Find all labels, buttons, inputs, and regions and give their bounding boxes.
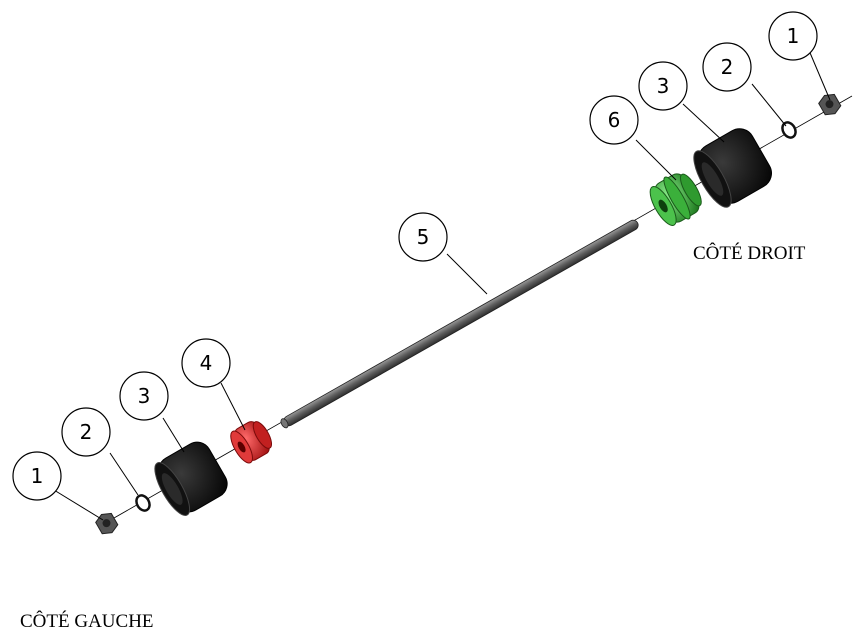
balloon-right-6: 6 <box>589 95 639 145</box>
leader-left-1 <box>53 489 104 521</box>
leader-left-3 <box>162 417 185 453</box>
leader-right-6 <box>635 139 677 181</box>
balloon-center-5-label: 5 <box>417 225 430 249</box>
right-washer <box>781 121 797 139</box>
leader-right-1 <box>807 47 831 101</box>
balloon-center-5: 5 <box>398 212 448 262</box>
left-side-label: CÔTÉ GAUCHE <box>20 611 154 632</box>
balloon-left-4-label: 4 <box>200 351 213 375</box>
balloon-right-1-label: 1 <box>787 24 800 48</box>
balloon-left-3-label: 3 <box>138 384 151 408</box>
right-nut <box>818 93 842 116</box>
right-side-label: CÔTÉ DROIT <box>693 243 806 264</box>
balloon-right-2-label: 2 <box>721 55 734 79</box>
leader-center-5 <box>446 253 488 295</box>
balloon-right-3-label: 3 <box>657 74 670 98</box>
left-washer <box>135 494 151 512</box>
balloon-left-4: 4 <box>181 338 231 388</box>
balloon-left-1: 1 <box>12 451 62 501</box>
balloon-left-3: 3 <box>119 371 169 421</box>
leader-left-2 <box>109 452 139 496</box>
right-green-bushing <box>649 173 702 226</box>
leader-right-3 <box>682 103 725 143</box>
left-red-bushing <box>230 421 273 464</box>
balloon-right-1: 1 <box>768 11 818 61</box>
balloon-left-1-label: 1 <box>31 464 44 488</box>
left-nut <box>95 512 119 535</box>
balloon-right-2: 2 <box>702 42 752 92</box>
center-shaft <box>280 219 639 429</box>
balloon-right-3: 3 <box>638 61 688 111</box>
balloon-right-6-label: 6 <box>608 108 621 132</box>
balloon-left-2-label: 2 <box>80 420 93 444</box>
leader-left-4 <box>220 382 246 431</box>
leader-right-2 <box>751 83 787 127</box>
left-rubber-roller <box>154 441 228 516</box>
right-rubber-roller <box>693 128 772 208</box>
balloon-left-2: 2 <box>61 407 111 457</box>
